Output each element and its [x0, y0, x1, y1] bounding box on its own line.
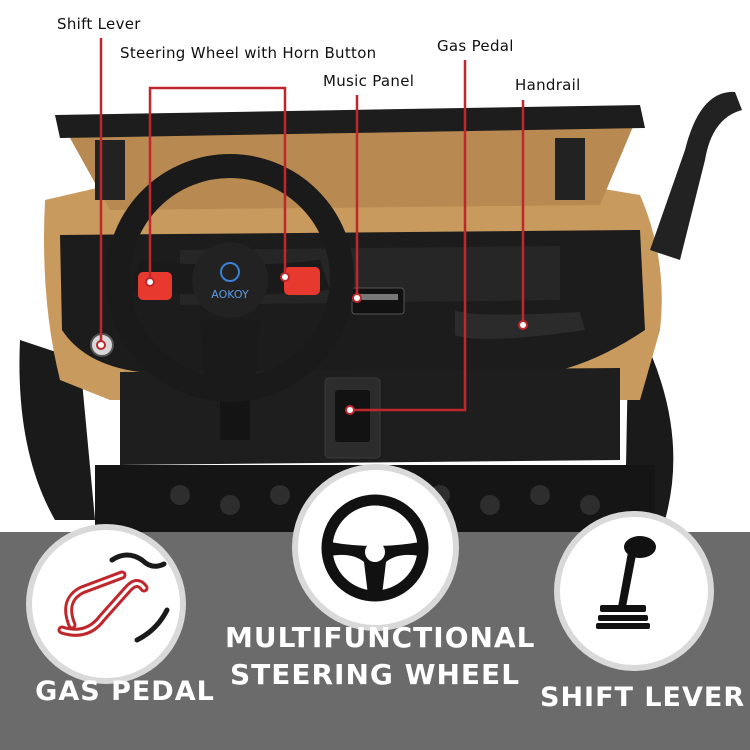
callout-shift-lever: Shift Lever — [57, 15, 141, 33]
hood-edge — [55, 105, 645, 138]
feature-label-steering-line1: MULTIFUNCTIONAL — [225, 621, 536, 654]
steering-wheel — [106, 154, 354, 402]
gas-pedal-circle — [32, 530, 180, 678]
feature-label-gas-pedal: GAS PEDAL — [35, 676, 215, 707]
callout-steering-wheel: Steering Wheel with Horn Button — [120, 44, 377, 62]
shift-lever-circle — [560, 517, 708, 665]
wheel-logo-mark — [220, 262, 240, 282]
steering-lower-spoke — [200, 320, 260, 385]
gas-pedal — [335, 390, 370, 442]
callout-handrail: Handrail — [515, 76, 581, 94]
steering-wheel-circle — [298, 470, 453, 625]
floor-mat-pattern — [170, 485, 600, 515]
steering-wheel-icon — [321, 494, 429, 602]
wheel-logo-text: AOKOY — [211, 288, 249, 301]
shift-lever-icon — [596, 536, 656, 629]
music-panel-display — [358, 294, 398, 300]
side-handrail — [650, 91, 742, 260]
horn-button-left — [138, 272, 172, 300]
gas-pedal-icon — [57, 552, 170, 643]
horn-button-right — [284, 267, 320, 295]
callout-lines — [99, 38, 525, 412]
callout-gas-pedal: Gas Pedal — [437, 37, 514, 55]
callout-music-panel: Music Panel — [323, 72, 415, 90]
hood-hinge-left — [95, 140, 125, 200]
feature-label-steering-line2: STEERING WHEEL — [229, 658, 521, 691]
feature-label-shift-lever: SHIFT LEVER — [540, 682, 746, 713]
callout-dots — [96, 272, 528, 415]
dashboard-photo: AOKOY — [19, 38, 742, 535]
hood-hinge-right — [555, 138, 585, 200]
